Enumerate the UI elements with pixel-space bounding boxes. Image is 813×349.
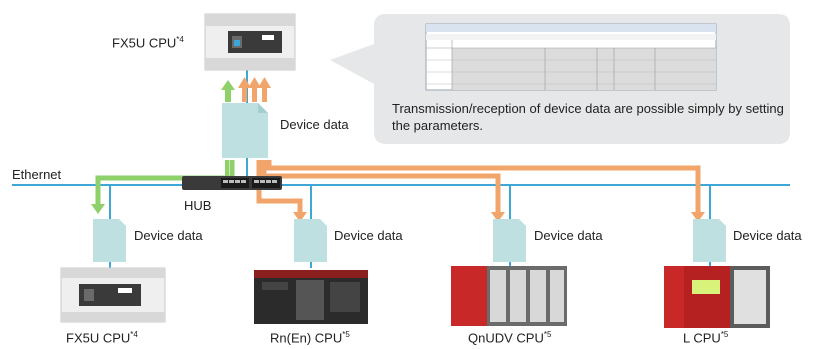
device-data-label: Device data xyxy=(134,228,203,243)
cpu-name: FX5U CPU xyxy=(66,330,131,346)
footnote-marker: *5 xyxy=(543,330,552,339)
document-icon xyxy=(493,219,526,262)
fx5u-cpu-label: FX5U CPU*4 xyxy=(66,330,138,345)
send-arrows-up xyxy=(238,77,271,102)
l-cpu-label: L CPU*5 xyxy=(683,330,728,345)
footnote-marker: *4 xyxy=(176,35,184,44)
cpu-name: QnUDV CPU xyxy=(468,330,544,346)
device-data-label: Device data xyxy=(733,228,802,243)
document-icon xyxy=(222,103,268,158)
receive-path xyxy=(95,160,235,205)
cpu-name: Rn(En) CPU xyxy=(270,330,343,346)
cpu-name: FX5U CPU xyxy=(112,35,177,51)
rnen-cpu-label: Rn(En) CPU*5 xyxy=(270,330,350,345)
top-cpu-label: FX5U CPU*4 xyxy=(112,35,184,50)
footnote-marker: *5 xyxy=(720,330,729,339)
device-data-label: Device data xyxy=(280,117,349,132)
device-data-label: Device data xyxy=(534,228,603,243)
plc-icon xyxy=(204,13,296,71)
plc-icon xyxy=(254,270,368,324)
footnote-marker: *4 xyxy=(130,330,138,339)
plc-icon xyxy=(451,266,567,326)
document-icon xyxy=(294,219,327,262)
ethernet-label: Ethernet xyxy=(12,167,62,182)
plc-icon xyxy=(664,266,770,328)
plc-icon xyxy=(60,267,166,323)
qnudv-cpu-label: QnUDV CPU*5 xyxy=(468,330,551,345)
document-icon xyxy=(93,219,126,262)
receive-arrow xyxy=(221,80,235,102)
callout-text: Transmission/reception of device data ar… xyxy=(392,101,784,133)
hub-icon xyxy=(182,176,282,190)
document-icon xyxy=(693,219,726,262)
footnote-marker: *5 xyxy=(342,330,350,339)
cpu-name: L CPU xyxy=(683,330,721,346)
device-data-label: Device data xyxy=(334,228,403,243)
screenshot-icon xyxy=(425,23,717,91)
hub-label: HUB xyxy=(184,198,212,213)
